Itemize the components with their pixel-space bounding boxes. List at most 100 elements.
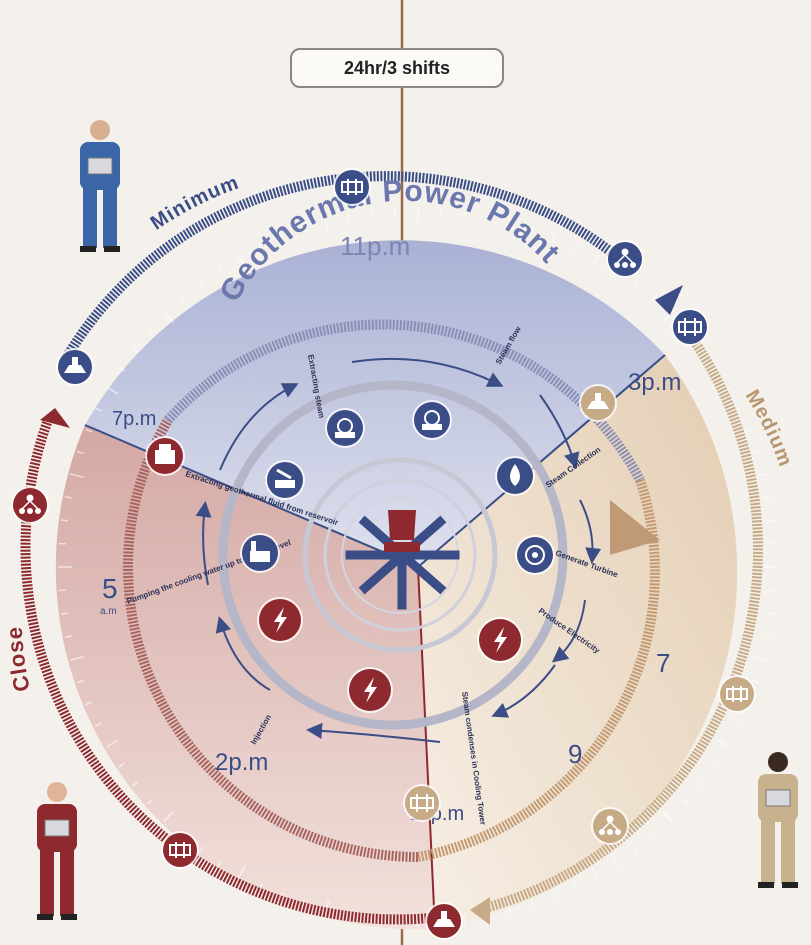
clock-tick (650, 295, 656, 303)
clock-tick (632, 846, 638, 854)
clock-tick (70, 473, 84, 479)
clock-tick (76, 450, 84, 455)
clock-tick (717, 386, 731, 395)
middle-ring-arrowhead (610, 500, 660, 555)
clock-tick (734, 722, 742, 727)
pipe-icon (671, 308, 709, 346)
meal-icon (718, 675, 756, 713)
minimum-shift-arc (60, 171, 619, 363)
clock-tick (64, 635, 72, 638)
clock-tick (131, 347, 139, 353)
clock-tick (64, 496, 72, 499)
time-5am-suffix: a.m (100, 606, 117, 617)
meal-icon (161, 831, 199, 869)
clock-tick (752, 679, 760, 684)
middle-ring-red (122, 417, 419, 862)
clock-tick (180, 295, 186, 303)
medium-shift-sector (418, 355, 738, 929)
clock-tick (752, 473, 766, 479)
clock-tick (767, 519, 776, 522)
clock-tick (552, 234, 557, 242)
clock-tick (632, 280, 638, 288)
lightning-icon (257, 597, 303, 643)
shift-schedule-pill: 24hr/3 shifts (290, 48, 504, 88)
network-icon (11, 486, 49, 524)
clock-tick (590, 866, 599, 880)
close-arc-arrowhead (40, 408, 70, 428)
clock-tick (60, 519, 69, 522)
clock-tick (131, 781, 139, 787)
time-11pm-top: 11p.m (340, 231, 410, 261)
clock-tick (70, 655, 84, 661)
clock-tick-ring (58, 207, 778, 927)
clock-tick (530, 901, 535, 909)
clock-tick (85, 701, 93, 706)
pump-icon (265, 460, 305, 500)
network-icon (591, 807, 629, 845)
time-2pm: 2p.m (215, 749, 268, 776)
time-7: 7 (656, 648, 670, 678)
clock-tick (118, 762, 125, 768)
clock-tick (217, 860, 223, 867)
clock-tick (682, 799, 690, 805)
clock-tick (530, 225, 535, 233)
time-7pm: 7p.m (112, 408, 156, 430)
time-9: 9 (568, 739, 582, 769)
network-icon (606, 240, 644, 278)
clock-tick (506, 219, 512, 233)
clock-tick (198, 280, 204, 288)
clock-tick (650, 831, 656, 839)
clock-tick (105, 386, 119, 395)
clock-tick (301, 225, 306, 233)
clock-tick (711, 366, 718, 372)
center-plant-logo (345, 510, 460, 610)
divider-7pm (84, 424, 419, 568)
clock-tick (94, 722, 102, 727)
clock-tick (370, 209, 373, 218)
clock-tick (662, 811, 674, 823)
close-shift-label: Close (2, 625, 35, 694)
clock-tick (552, 892, 557, 900)
clock-tick (764, 496, 772, 499)
clock-tick (198, 846, 204, 854)
clock-tick (613, 860, 619, 867)
turbine-icon (515, 535, 555, 575)
clock-tick (662, 311, 674, 323)
clock-tick (76, 679, 84, 684)
clock-tick (573, 883, 578, 891)
clock-tick (717, 739, 731, 748)
clock-tick (324, 219, 330, 233)
medium-arc-arrowhead (470, 897, 490, 925)
clock-tick (752, 450, 760, 455)
clock-tick (94, 407, 102, 412)
inner-grey-ring (218, 380, 568, 730)
divider-3pm (417, 354, 666, 568)
clock-tick (347, 213, 350, 221)
clock-tick (118, 366, 125, 372)
clock-tick (743, 428, 751, 433)
icon-layer (11, 168, 756, 940)
pipe-icon (403, 784, 441, 822)
wellhead-icon (425, 902, 463, 940)
core-ring-2 (323, 478, 477, 632)
clock-tick (237, 254, 246, 268)
clock-tick (486, 213, 489, 221)
factory-icon (240, 533, 280, 573)
time-5am: 5 (102, 573, 118, 604)
clock-tick (506, 901, 512, 915)
plant-icon (145, 436, 185, 476)
wellhead-icon (579, 384, 617, 422)
clock-tick (463, 916, 466, 925)
minimum-shift-label: Minimum (147, 172, 242, 235)
medium-shift-label: Medium (741, 386, 797, 470)
clock-tick (370, 916, 373, 925)
close-shift-arc (20, 418, 431, 925)
clock-tick (258, 243, 263, 251)
close-shift-sector (55, 425, 435, 930)
valve-icon (325, 408, 365, 448)
core-ring-1 (302, 457, 498, 653)
clock-tick (573, 243, 578, 251)
clock-tick (105, 739, 119, 748)
shift-schedule-label: 24hr/3 shifts (343, 57, 451, 78)
